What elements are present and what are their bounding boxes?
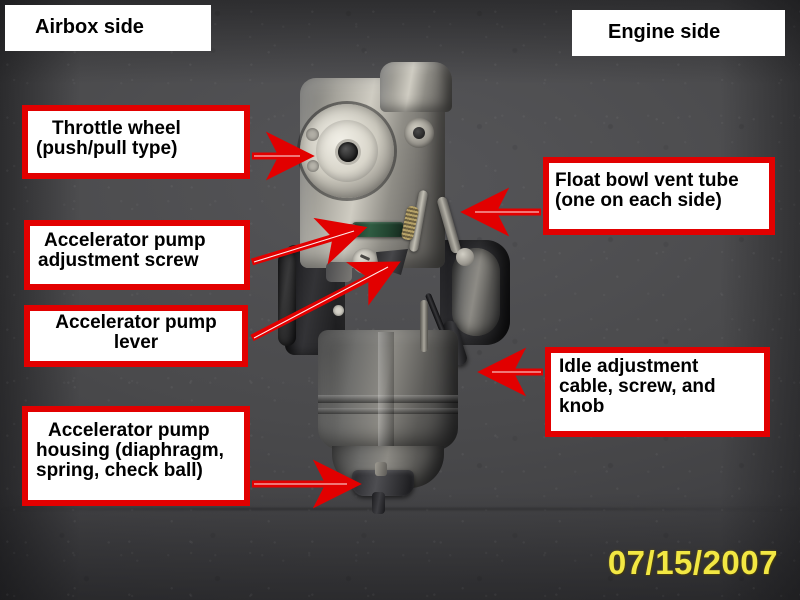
throttle-cable-notch-push — [306, 128, 319, 141]
vacuum-chamber-cap — [380, 62, 452, 112]
callout-line: cable, screw, and — [559, 375, 716, 397]
label-airbox-side: Airbox side — [5, 5, 211, 51]
callout-throttle-wheel: Throttle wheel (push/pull type) — [22, 105, 250, 179]
vent-tube-fitting — [456, 248, 474, 266]
float-bowl-rim — [318, 408, 458, 414]
callout-line: (push/pull type) — [36, 138, 178, 159]
callout-accelerator-pump-lever: Accelerator pump lever — [24, 305, 248, 367]
callout-accelerator-pump-adjustment-screw: Accelerator pump adjustment screw — [24, 220, 250, 290]
float-bowl — [318, 330, 458, 450]
pump-lever-pivot-screw — [352, 248, 378, 274]
date-stamp: 07/15/2007 — [607, 544, 778, 581]
callout-line: Idle adjustment — [559, 355, 699, 377]
throttle-cable-notch-pull — [307, 160, 319, 172]
callout-line: Accelerator pump — [55, 311, 217, 333]
callout-line: housing (diaphragm, — [36, 439, 224, 461]
callout-line: adjustment screw — [38, 250, 199, 271]
label-engine-side: Engine side — [572, 10, 785, 56]
callout-accelerator-pump-housing: Accelerator pump housing (diaphragm, spr… — [22, 406, 250, 506]
engine-side-text: Engine side — [608, 21, 721, 44]
pump-housing-nipple-top — [375, 462, 387, 476]
intake-boot-lip — [278, 252, 296, 346]
floor-seam-line — [0, 508, 800, 510]
float-bowl-center-rib — [378, 332, 394, 450]
callout-line: (one on each side) — [555, 190, 722, 211]
callout-float-bowl-vent-tube: Float bowl vent tube (one on each side) — [543, 157, 775, 235]
callout-line: Float bowl vent tube — [555, 169, 739, 191]
callout-line: Accelerator pump — [44, 229, 206, 251]
adjustment-screw-collar — [344, 224, 356, 235]
throttle-linkage-rod — [420, 300, 428, 352]
callout-line: spring, check ball) — [36, 460, 203, 482]
callout-line: Throttle wheel — [52, 117, 181, 139]
callout-line: lever — [113, 332, 159, 353]
callout-line: Accelerator pump — [48, 419, 210, 441]
float-bowl-gasket-line — [318, 395, 458, 403]
airbox-side-text: Airbox side — [35, 16, 144, 39]
accelerator-pump-adjustment-screw — [352, 222, 404, 237]
linkage-pivot-screw — [413, 127, 425, 139]
pump-drain-nipple — [372, 492, 385, 514]
callout-line: knob — [559, 396, 605, 418]
body-boss — [326, 262, 352, 282]
throttle-shaft-nut — [338, 142, 358, 162]
body-screw-left — [333, 305, 344, 316]
callout-idle-adjustment: Idle adjustment cable, screw, and knob — [545, 347, 770, 437]
